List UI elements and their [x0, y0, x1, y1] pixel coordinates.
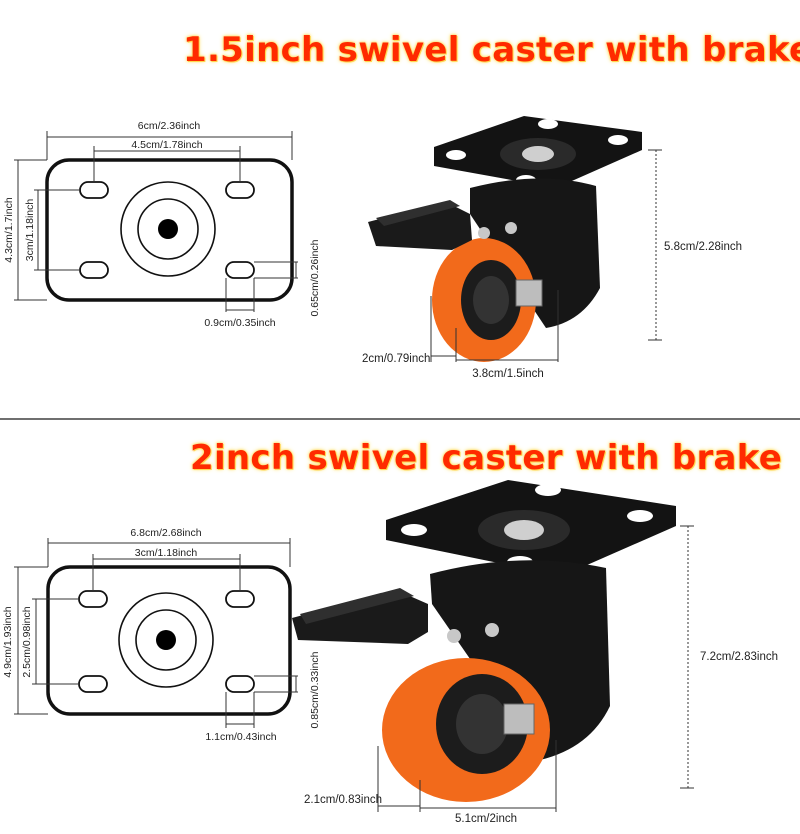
slot-width-label: 1.1cm/0.43inch — [205, 731, 276, 743]
mount-slot — [225, 181, 255, 199]
section-divider — [0, 418, 800, 420]
caster-height-label: 5.8cm/2.28inch — [664, 241, 742, 253]
fork — [430, 560, 610, 760]
wheel-width-label: 2.1cm/0.83inch — [304, 794, 382, 806]
plate-width-label: 6.8cm/2.68inch — [130, 527, 201, 539]
swivel-ring-graphic — [118, 592, 214, 688]
rivet — [447, 629, 461, 643]
swivel-ring-graphic — [120, 181, 216, 277]
hole-spacing-x-label: 4.5cm/1.78inch — [131, 139, 202, 151]
caster-1-5inch-section: 1.5inch swivel caster with brake — [3, 30, 800, 380]
mount-slot — [79, 261, 109, 279]
caster-illustration-bottom: 7.2cm/2.83inch 2.1cm/0.83inch 5.1cm/2inc… — [292, 480, 778, 825]
rivet — [478, 227, 490, 239]
rivet — [505, 222, 517, 234]
plate-height-label: 4.9cm/1.93inch — [2, 606, 14, 677]
rivet — [485, 623, 499, 637]
plate-height-label: 4.3cm/1.7inch — [3, 197, 15, 263]
brake-pedal — [368, 202, 472, 250]
caster-1-5inch-title: 1.5inch swivel caster with brake — [183, 30, 800, 70]
swivel-bearing — [504, 520, 544, 540]
mount-slot — [225, 261, 255, 279]
axle-bolt — [515, 279, 543, 307]
plate-outline — [46, 565, 292, 716]
mount-slot — [225, 675, 255, 693]
wheel-diameter-label: 5.1cm/2inch — [455, 813, 517, 825]
plate-width-label: 6cm/2.36inch — [138, 120, 201, 132]
hole-spacing-y-label: 2.5cm/0.98inch — [21, 606, 33, 677]
center-bolt-hole — [156, 630, 176, 650]
fork — [470, 178, 600, 328]
mounting-plate-diagram-top: 6cm/2.36inch 4.5cm/1.78inch 4.3cm/1.7inc… — [3, 120, 321, 329]
plate-outline — [45, 158, 294, 302]
swivel-bearing — [522, 146, 554, 162]
mount-slot — [78, 675, 108, 693]
caster-2inch-section: 2inch swivel caster with brake — [0, 420, 800, 834]
mounting-plate-diagram-bottom: 6.8cm/2.68inch 3cm/1.18inch 4.9cm/1.93in… — [2, 527, 321, 743]
wheel-width-label: 2cm/0.79inch — [362, 353, 430, 365]
caster-height-label: 7.2cm/2.83inch — [700, 651, 778, 663]
hole-spacing-y-label: 3cm/1.18inch — [24, 199, 36, 262]
hole-spacing-x-label: 3cm/1.18inch — [135, 547, 198, 559]
caster-illustration-top: 5.8cm/2.28inch 2cm/0.79inch 3.8cm/1.5inc… — [362, 116, 742, 380]
center-bolt-hole — [158, 219, 178, 239]
axle-bolt — [503, 703, 535, 735]
mount-slot — [225, 590, 255, 608]
wheel-diameter-label: 3.8cm/1.5inch — [472, 368, 544, 380]
mount-slot — [79, 181, 109, 199]
caster-2inch-title: 2inch swivel caster with brake — [190, 438, 783, 478]
slot-width-label: 0.9cm/0.35inch — [204, 317, 275, 329]
slot-height-label: 0.85cm/0.33inch — [309, 651, 321, 728]
slot-height-label: 0.65cm/0.26inch — [309, 239, 321, 316]
brake-pedal — [292, 590, 428, 644]
mount-slot — [78, 590, 108, 608]
